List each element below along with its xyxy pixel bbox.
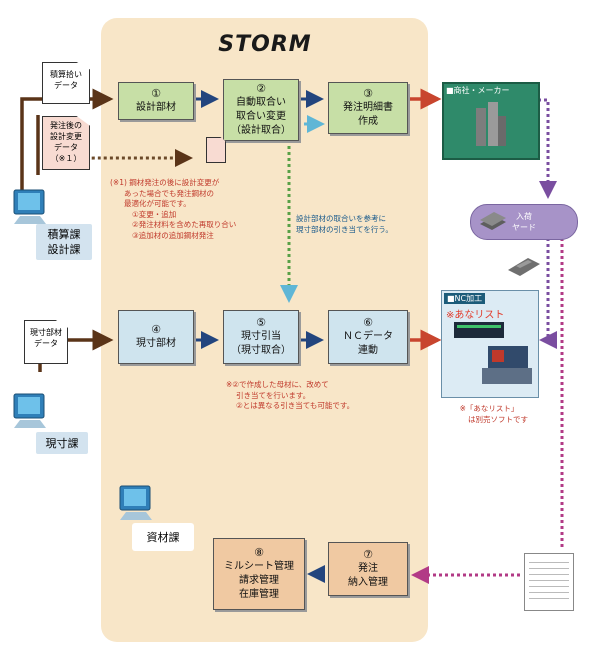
note2-line: 設計部材の取合いを参考に: [296, 214, 386, 223]
doc-genzun-line2: データ: [34, 339, 58, 348]
box-7-number: ⑦: [363, 548, 373, 561]
box-6-line1: ＮＣデータ: [343, 331, 393, 342]
dept-sekisan-line2: 設計課: [47, 243, 81, 256]
note-toriai-reference: 設計部材の取合いを参考に 現寸部材の引き当てを行う。: [296, 214, 393, 235]
note4-line: ※「あなリスト」: [459, 404, 519, 413]
doc-hacchugo-line3: データ: [54, 143, 78, 152]
doc-hacchugo-line4: （※１）: [50, 154, 82, 163]
doc-sekisan-data: 積算拾い データ: [42, 62, 90, 104]
box-5-number: ⑤: [256, 316, 266, 329]
note3-line: 引き当てを行います。: [236, 390, 311, 400]
note2-line: 現寸部材の引き当てを行う。: [296, 224, 393, 234]
box-1-number: ①: [151, 87, 161, 100]
box-2-jidou-toriai: ② 自動取合い 取合い変更 （設計取合）: [223, 79, 299, 141]
box-6-nc-data: ⑥ ＮＣデータ 連動: [328, 310, 408, 364]
dept-shizai: 資材課: [132, 523, 194, 551]
box-2-line1: 自動取合い: [236, 97, 286, 108]
box-8-millsheet: ⑧ ミルシート管理 請求管理 在庫管理: [213, 538, 305, 610]
dept-sekisan-line1: 積算課: [47, 228, 81, 241]
box-5-line1: 現寸引当: [241, 331, 281, 342]
box-7-line2: 納入管理: [348, 577, 388, 588]
note3-line: ②とは異なる引き当ても可能です。: [236, 401, 355, 410]
box-3-line2: 作成: [358, 116, 378, 127]
anarisuto-label: ※あなリスト: [446, 310, 505, 321]
note3-line: ※②で作成した母材に、改めて: [226, 380, 329, 389]
doc-hacchugo-henkou: 発注後の 設計変更 データ （※１）: [42, 116, 90, 170]
box-1-sekkei-buzai: ① 設計部材: [118, 82, 194, 120]
steel-mill-icon: [476, 102, 506, 146]
report-document-icon: [524, 553, 574, 611]
box-3-number: ③: [363, 87, 373, 100]
box-5-genzun-hikiate: ⑤ 現寸引当 （現寸取合）: [223, 310, 299, 364]
box-2-line2: 取合い変更: [236, 111, 286, 122]
box-4-genzun-buzai: ④ 現寸部材: [118, 310, 194, 364]
nc-machine-icon: [454, 322, 532, 384]
note-anarisuto: ※「あなリスト」 は別売ソフトです: [450, 404, 528, 425]
box-5-line2: （現寸取合）: [231, 345, 291, 356]
note1-line: あった場合でも発注鋼材の: [124, 188, 214, 198]
note1-line: 最適化が可能です。: [124, 199, 191, 208]
note1-line: ②発注材料を含めた再取り合い: [132, 220, 237, 229]
box-2-line3: （設計取合）: [231, 125, 291, 136]
box-6-number: ⑥: [363, 316, 373, 329]
box-8-line1: ミルシート管理: [224, 561, 294, 572]
dept-sekisan-sekkei: 積算課 設計課: [36, 224, 92, 260]
doc-genzun-line1: 現寸部材: [30, 328, 62, 337]
note1-line: ①変更・追加: [132, 209, 177, 219]
box-6-line2: 連動: [358, 345, 378, 356]
computer-icon: [119, 485, 152, 520]
storm-title: STORM: [218, 32, 312, 57]
note1-line: (※1) 鋼材発注の後に設計変更が: [110, 178, 220, 187]
dept-genzun: 現寸課: [36, 432, 88, 454]
box-7-hacchu-nounyu: ⑦ 発注 納入管理: [328, 542, 408, 596]
doc-sekisan-line1: 積算拾い: [50, 70, 82, 79]
note-hikiate: ※②で作成した母材に、改めて 引き当てを行います。 ②とは異なる引き当ても可能で…: [226, 380, 354, 412]
box-7-line1: 発注: [358, 563, 378, 574]
box-4-label: 現寸部材: [136, 338, 176, 349]
note-design-change: (※1) 鋼材発注の後に設計変更が あった場合でも発注鋼材の 最適化が可能です。…: [110, 178, 236, 241]
computer-icon: [13, 393, 46, 428]
box-8-number: ⑧: [254, 546, 264, 559]
doc-genzun-data: 現寸部材 データ: [24, 320, 68, 364]
steel-stack-icon: [480, 212, 506, 230]
box-3-hacchu-meisai: ③ 発注明細書 作成: [328, 82, 408, 134]
yard-line2: ヤード: [512, 223, 536, 232]
box-3-line1: 発注明細書: [343, 102, 393, 113]
box-2-number: ②: [256, 82, 266, 95]
box-8-line3: 在庫管理: [239, 589, 279, 600]
computer-icon: [13, 189, 46, 224]
box-4-number: ④: [151, 323, 161, 336]
doc-hacchugo-line2: 設計変更: [50, 132, 82, 141]
box-8-line2: 請求管理: [239, 575, 279, 586]
change-document-icon: [206, 137, 226, 163]
h-beam-icon: [508, 258, 540, 276]
yard-line1: 入荷: [516, 212, 532, 221]
doc-sekisan-line2: データ: [54, 81, 78, 90]
box-1-label: 設計部材: [136, 102, 176, 113]
doc-hacchugo-line1: 発注後の: [50, 121, 82, 130]
maker-label: ■商社・メーカー: [446, 86, 510, 95]
nc-label: ■NC加工: [444, 293, 486, 304]
note1-line: ③追加材の追加鋼材発注: [132, 230, 214, 240]
note4-line: は別売ソフトです: [468, 414, 528, 424]
